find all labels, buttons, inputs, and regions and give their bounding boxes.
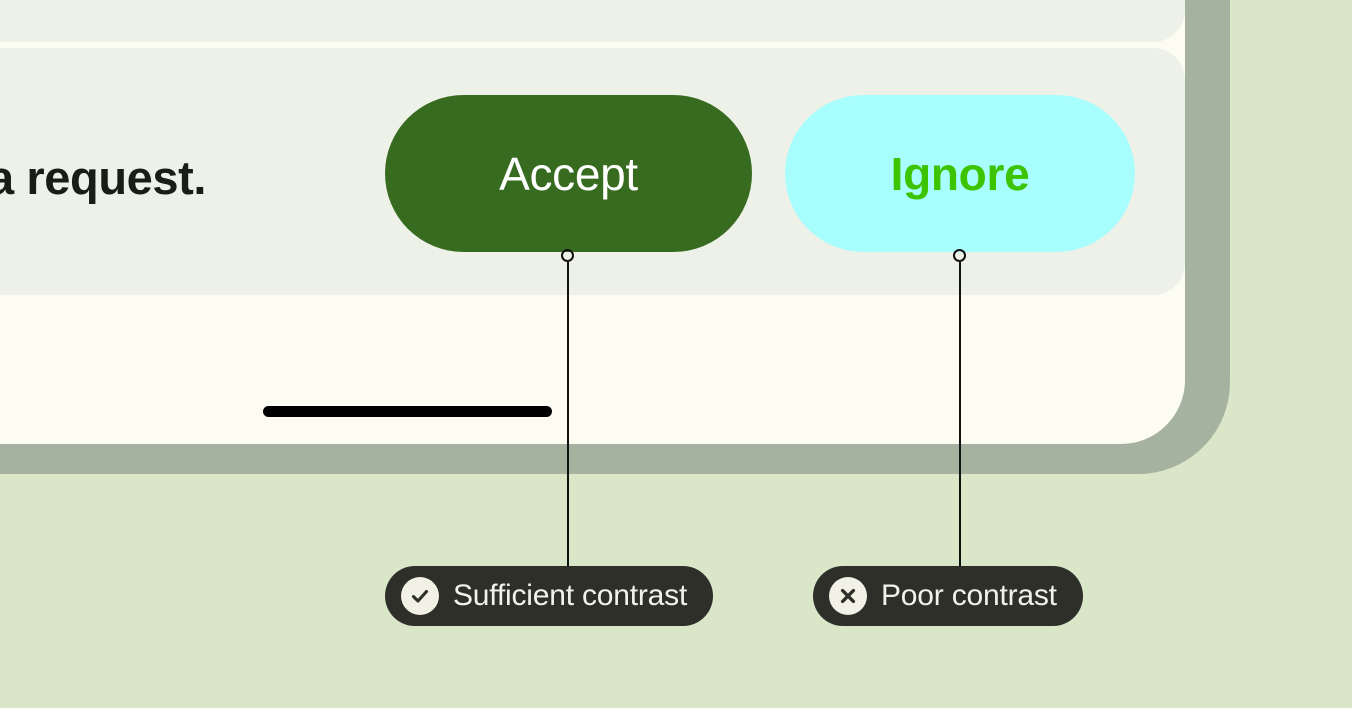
ignore-button[interactable]: Ignore [785, 95, 1135, 252]
callout-label-sufficient: Sufficient contrast [453, 579, 688, 612]
leader-anchor-ignore [953, 249, 966, 262]
leader-line-accept [567, 262, 569, 567]
callout-label-poor: Poor contrast [881, 579, 1057, 612]
leader-line-ignore [959, 262, 961, 567]
x-circle-icon [829, 577, 867, 615]
check-circle-icon [401, 577, 439, 615]
home-indicator [263, 406, 552, 417]
body-text-fragment: a request. [0, 151, 207, 204]
callout-poor-contrast: Poor contrast [813, 566, 1083, 626]
accept-button[interactable]: Accept [385, 95, 752, 252]
leader-anchor-accept [561, 249, 574, 262]
content-panel-upper [0, 0, 1185, 42]
callout-sufficient-contrast: Sufficient contrast [385, 566, 714, 626]
